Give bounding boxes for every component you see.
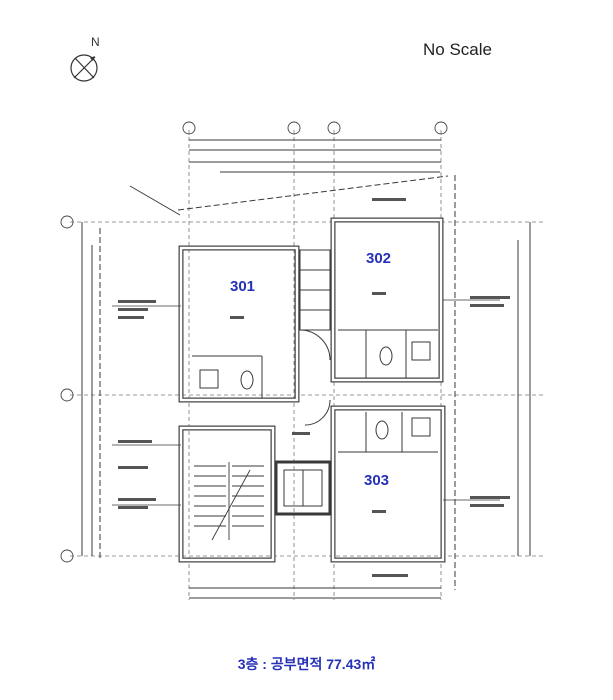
scale-label: No Scale bbox=[423, 40, 492, 59]
north-arrow-icon bbox=[68, 36, 108, 92]
room-301-label: 301 bbox=[230, 278, 256, 295]
room-302-label: 302 bbox=[366, 250, 392, 267]
north-label: N bbox=[91, 35, 100, 49]
room-303-label: 303 bbox=[364, 472, 390, 489]
floor-area-caption: 3층 : 공부면적 77.43㎡ bbox=[237, 656, 376, 672]
